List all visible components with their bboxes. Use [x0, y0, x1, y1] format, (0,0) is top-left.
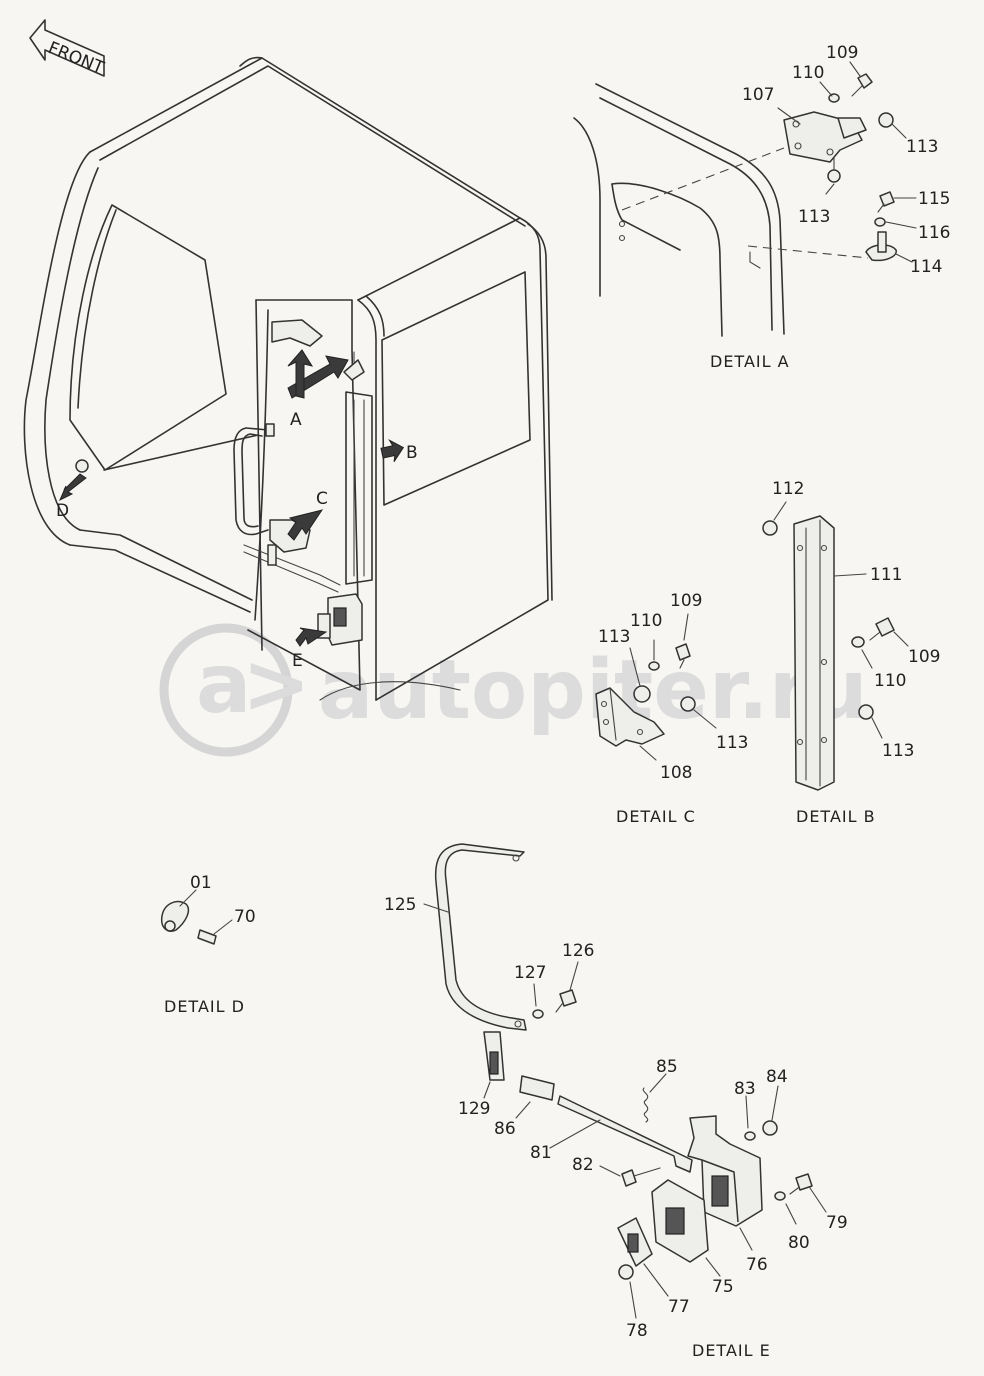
label-109-a: 109 — [826, 43, 858, 63]
detail-b-title: DETAIL B — [796, 807, 876, 826]
label-76: 76 — [746, 1255, 768, 1275]
detail-d-title: DETAIL D — [164, 997, 245, 1016]
view-label-d: D — [56, 501, 69, 521]
label-113-b: 113 — [882, 741, 914, 761]
view-arrow-d — [59, 473, 87, 502]
label-01: 01 — [190, 873, 212, 893]
front-arrow: FRONT — [29, 19, 107, 79]
label-115: 115 — [918, 189, 950, 209]
label-86: 86 — [494, 1119, 516, 1139]
svg-text:a: a — [196, 637, 251, 732]
view-label-c: C — [316, 489, 328, 509]
view-arrow-c — [287, 509, 324, 541]
svg-text:>: > — [242, 637, 311, 732]
view-label-b: B — [406, 443, 418, 463]
label-112: 112 — [772, 479, 804, 499]
label-80: 80 — [788, 1233, 810, 1253]
detail-c: 113 110 109 113 108 DETAIL C — [595, 591, 748, 826]
label-125: 125 — [384, 895, 416, 915]
label-83: 83 — [734, 1079, 756, 1099]
label-113-c1: 113 — [598, 627, 630, 647]
detail-a-title: DETAIL A — [710, 352, 790, 371]
label-85: 85 — [656, 1057, 678, 1077]
label-108: 108 — [660, 763, 692, 783]
view-arrow-b — [380, 439, 405, 463]
label-82: 82 — [572, 1155, 594, 1175]
label-81: 81 — [530, 1143, 552, 1163]
label-110-c: 110 — [630, 611, 662, 631]
label-107: 107 — [742, 85, 774, 105]
label-70: 70 — [234, 907, 256, 927]
label-126: 126 — [562, 941, 594, 961]
label-116: 116 — [918, 223, 950, 243]
label-109-c: 109 — [670, 591, 702, 611]
view-arrows: A B C D E — [56, 349, 418, 671]
label-129: 129 — [458, 1099, 490, 1119]
label-113-a2: 113 — [798, 207, 830, 227]
label-77: 77 — [668, 1297, 690, 1317]
watermark: a > autopiter.ru — [159, 623, 868, 757]
view-label-e: E — [292, 651, 303, 671]
detail-d: 01 70 DETAIL D — [160, 873, 256, 1016]
label-113-a1: 113 — [906, 137, 938, 157]
label-110-b: 110 — [874, 671, 906, 691]
view-arrow-e — [295, 627, 328, 647]
detail-b: 112 111 109 110 113 DETAIL B — [762, 479, 940, 826]
view-arrow-a2 — [287, 349, 314, 399]
label-113-c2: 113 — [716, 733, 748, 753]
label-109-b: 109 — [908, 647, 940, 667]
label-79: 79 — [826, 1213, 848, 1233]
label-111: 111 — [870, 565, 902, 585]
detail-a: 107 110 109 113 113 115 116 114 DETAIL A — [573, 43, 950, 371]
view-label-a: A — [290, 410, 302, 430]
label-127: 127 — [514, 963, 546, 983]
watermark-text: autopiter.ru — [318, 643, 868, 738]
label-78: 78 — [626, 1321, 648, 1341]
label-114: 114 — [910, 257, 942, 277]
label-84: 84 — [766, 1067, 788, 1087]
detail-e: 125 127 126 129 86 81 85 82 83 84 79 80 … — [384, 843, 848, 1360]
detail-c-title: DETAIL C — [616, 807, 696, 826]
label-110-a: 110 — [792, 63, 824, 83]
cab-assembly — [23, 56, 553, 701]
label-75: 75 — [712, 1277, 734, 1297]
detail-e-title: DETAIL E — [692, 1341, 771, 1360]
